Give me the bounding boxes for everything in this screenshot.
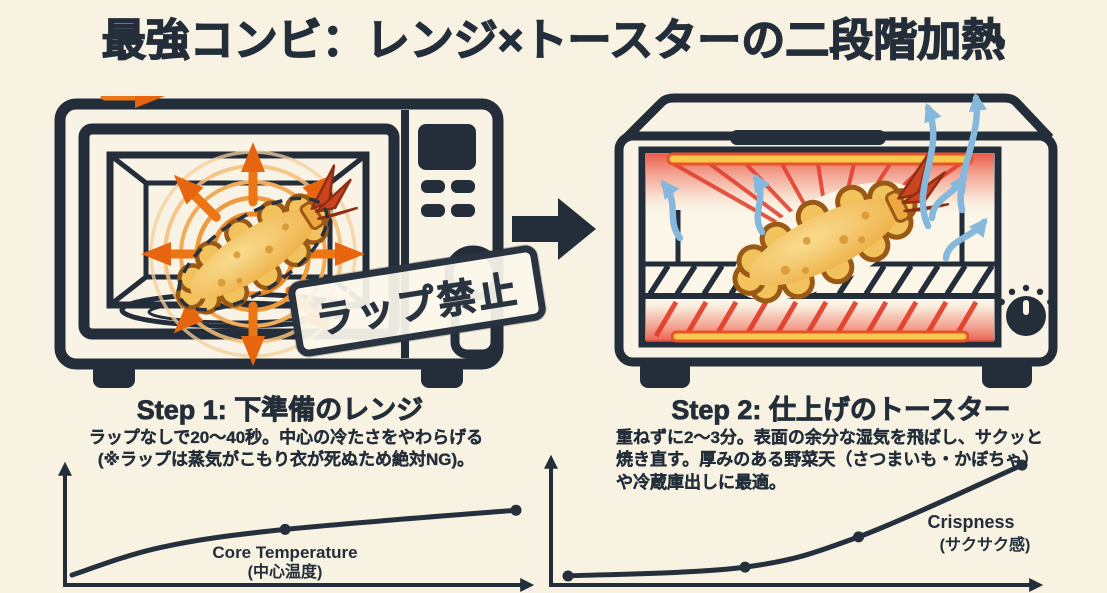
- step2-description: 重ねずに2〜3分。表面の余分な湿気を飛ばし、サクッと焼き直す。厚みのある野菜天（…: [616, 428, 1043, 492]
- heat-rays-bottom: [653, 300, 979, 338]
- crispness-chart: Crispness (サクサク感): [544, 454, 1044, 592]
- page-title: 最強コンビ：レンジ×トースターの二段階加熱: [101, 15, 1006, 65]
- microwave-icon: [54, 96, 504, 388]
- step1-description: ラップなしで20〜40秒。中心の冷たさをやわらげる (※ラップは蒸気がこもり衣が…: [48, 427, 524, 472]
- data-points: [279, 504, 522, 535]
- data-points: [562, 459, 1028, 582]
- chart-label-en: Core Temperature: [212, 543, 357, 562]
- button-grid: [421, 180, 475, 217]
- heating-element-bottom: [670, 330, 970, 343]
- oven-interior: [642, 152, 998, 343]
- curve: [565, 462, 1025, 579]
- curve: [69, 507, 519, 578]
- shrimp-tempura-icon: [732, 152, 950, 304]
- core-temperature-chart: Core Temperature (中心温度): [58, 461, 535, 592]
- step1-to-step2-arrow-icon: [512, 198, 596, 260]
- step1-description-line1: ラップなしで20〜40秒。中心の冷たさをやわらげる: [88, 428, 484, 447]
- dial-icon: [994, 284, 1058, 336]
- toaster-top: [622, 93, 1054, 142]
- toaster-oven-icon: [614, 92, 1058, 388]
- shrimp-tempura-icon: [175, 164, 358, 315]
- heat-arrow-icon: [100, 96, 165, 108]
- door-handle: [730, 130, 886, 145]
- chart-label-en: Crispness: [927, 512, 1014, 532]
- heating-element-top: [666, 152, 974, 166]
- steam-arrows: [660, 92, 988, 262]
- toaster-foot: [640, 360, 690, 388]
- display-screen: [418, 124, 476, 170]
- step1-heading: Step 1: 下準備のレンジ: [136, 395, 424, 426]
- chart-label-ja: (サクサク感): [940, 535, 1031, 554]
- toaster-foot: [982, 360, 1032, 388]
- step1-description-line2: (※ラップは蒸気がこもり衣が死ぬため絶対NG)。: [97, 450, 475, 470]
- step2-heading: Step 2: 仕上げのトースター: [671, 395, 1011, 426]
- chart-label-ja: (中心温度): [248, 562, 323, 581]
